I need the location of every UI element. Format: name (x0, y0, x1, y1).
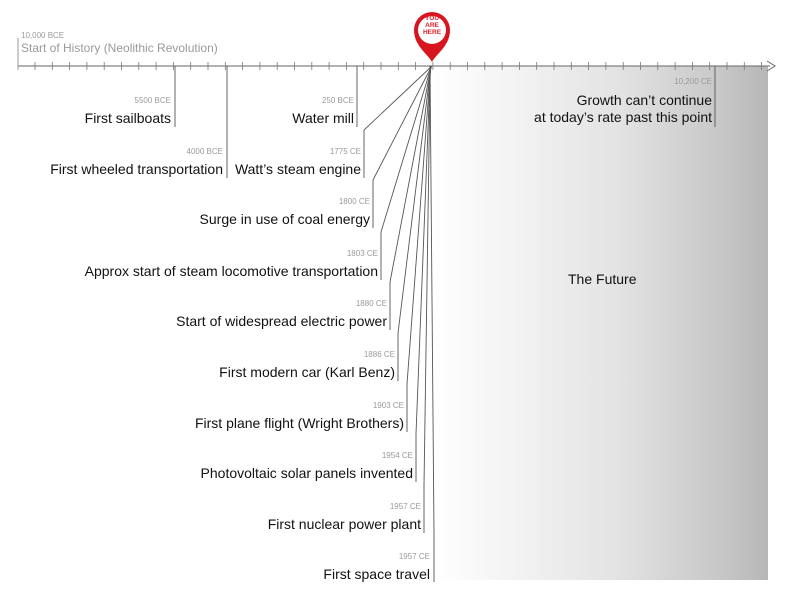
event-connector-fan-3 (363, 65, 433, 131)
event-date: 1800 CE (338, 197, 370, 206)
event-date: 1957 CE (389, 502, 421, 511)
event-title: Photovoltaic solar panels invented (200, 465, 413, 481)
event-date: 4000 BCE (186, 147, 223, 156)
event-connector-fan-11 (429, 65, 435, 535)
event-date: 5500 BCE (134, 96, 171, 105)
event-title: First modern car (Karl Benz) (219, 364, 395, 380)
event-date: 250 BCE (321, 96, 354, 105)
event-connector-fan-7 (397, 65, 432, 334)
event-date: 1903 CE (372, 401, 404, 410)
start-title: Start of History (Neolithic Revolution) (21, 41, 218, 55)
future-region (434, 66, 768, 580)
event-title: Surge in use of coal energy (199, 211, 370, 227)
event-title: First nuclear power plant (267, 516, 421, 532)
event-title: Water mill (292, 110, 354, 126)
event-title: First space travel (323, 566, 430, 582)
event-title: First plane flight (Wright Brothers) (194, 415, 404, 431)
event-date: 1886 CE (363, 350, 395, 359)
event-connector-fan-4 (372, 65, 433, 181)
pin-line-1: YOU (424, 15, 440, 22)
event-date: 1775 CE (329, 147, 361, 156)
axis-ticks (34, 62, 762, 70)
event-connector-fan-10 (423, 65, 431, 486)
limit-title-line-1: Growth can’t continue (576, 92, 712, 108)
event-title: Watt’s steam engine (234, 161, 361, 177)
axis-arrow-icon (766, 60, 776, 72)
event-date: 1957 CE (398, 552, 430, 561)
location-pin-icon (414, 12, 450, 62)
start-date: 10,000 BCE (21, 31, 65, 40)
you-are-here-label: YOU ARE HERE (414, 15, 450, 36)
event-title: First wheeled transportation (50, 161, 223, 177)
event-connectors (174, 65, 716, 582)
event-title: First sailboats (84, 110, 171, 126)
limit-date: 10,200 CE (674, 77, 712, 86)
event-connector-fan-6 (389, 65, 432, 283)
event-date: 1880 CE (355, 299, 387, 308)
limit-title-line-2: at today’s rate past this point (534, 109, 712, 125)
event-date: 1803 CE (346, 249, 378, 258)
event-connector-fan-5 (380, 65, 432, 233)
future-label: The Future (568, 271, 637, 287)
pin-line-2: ARE (425, 22, 439, 29)
event-connector-fan-9 (415, 65, 431, 435)
pin-line-3: HERE (422, 29, 442, 36)
event-title: Approx start of steam locomotive transpo… (84, 263, 378, 279)
event-connector-fan-8 (406, 65, 432, 385)
event-title: Start of widespread electric power (176, 313, 387, 329)
event-date: 1954 CE (381, 451, 413, 460)
